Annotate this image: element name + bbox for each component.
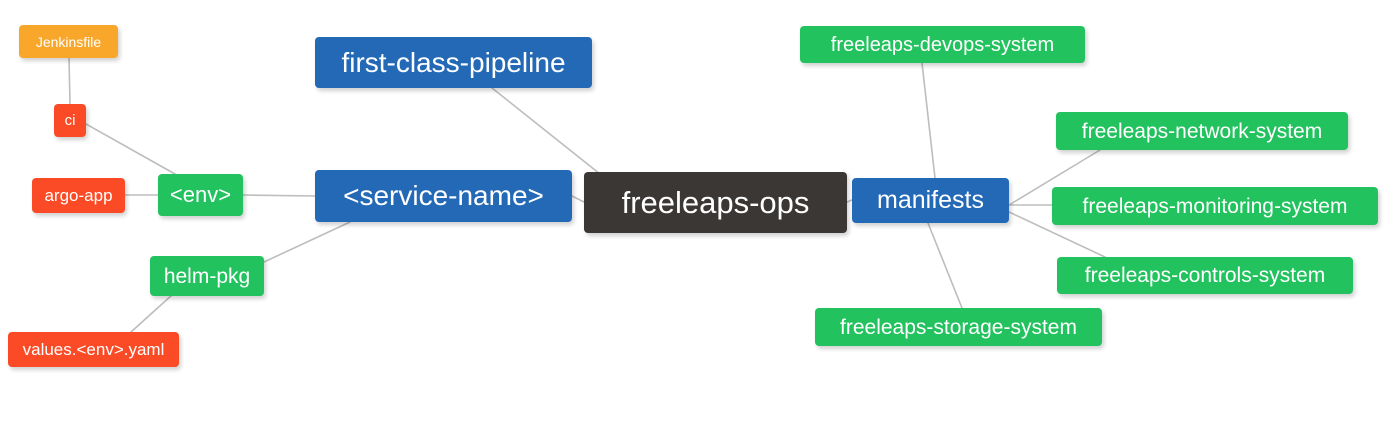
node-label: freeleaps-monitoring-system <box>1082 194 1348 218</box>
edge-ci-to-jenkinsfile <box>68 57 71 105</box>
node-label: ci <box>64 112 76 129</box>
node-values-env-yaml[interactable]: values.<env>.yaml <box>8 332 179 367</box>
edge-manifests-to-freeleaps-storage-system <box>927 222 963 309</box>
node-label: manifests <box>877 186 984 214</box>
node-jenkinsfile[interactable]: Jenkinsfile <box>19 25 118 58</box>
edge-service-name-to-env <box>242 194 316 197</box>
edge-freeleaps-ops-to-first-class-pipeline <box>491 87 601 175</box>
node-label: freeleaps-network-system <box>1081 119 1323 143</box>
edge-freeleaps-ops-to-service-name <box>571 195 585 203</box>
node-label: freeleaps-devops-system <box>830 33 1055 56</box>
node-freeleaps-network-system[interactable]: freeleaps-network-system <box>1056 112 1348 150</box>
node-freeleaps-monitoring-system[interactable]: freeleaps-monitoring-system <box>1052 187 1378 225</box>
node-freeleaps-ops[interactable]: freeleaps-ops <box>584 172 847 233</box>
node-label: freeleaps-ops <box>621 185 810 220</box>
node-label: values.<env>.yaml <box>22 340 165 359</box>
edge-helm-pkg-to-values-env-yaml <box>130 294 173 333</box>
node-env[interactable]: <env> <box>158 174 243 216</box>
node-label: argo-app <box>44 186 113 205</box>
edge-manifests-to-freeleaps-devops-system <box>921 62 936 179</box>
node-label: first-class-pipeline <box>341 46 566 78</box>
node-ci[interactable]: ci <box>54 104 86 137</box>
node-freeleaps-devops-system[interactable]: freeleaps-devops-system <box>800 26 1085 63</box>
edge-service-name-to-helm-pkg <box>263 221 351 263</box>
node-label: freeleaps-storage-system <box>840 315 1077 339</box>
node-label: Jenkinsfile <box>35 33 102 50</box>
node-manifests[interactable]: manifests <box>852 178 1009 223</box>
node-label: freeleaps-controls-system <box>1084 264 1326 287</box>
node-argo-app[interactable]: argo-app <box>32 178 125 213</box>
node-freeleaps-controls-system[interactable]: freeleaps-controls-system <box>1057 257 1353 294</box>
edge-env-to-ci <box>85 123 176 175</box>
node-service-name[interactable]: <service-name> <box>315 170 572 222</box>
node-first-class-pipeline[interactable]: first-class-pipeline <box>315 37 592 88</box>
node-freeleaps-storage-system[interactable]: freeleaps-storage-system <box>815 308 1102 346</box>
node-helm-pkg[interactable]: helm-pkg <box>150 256 264 296</box>
node-label: helm-pkg <box>163 264 251 288</box>
node-label: <service-name> <box>343 180 544 211</box>
node-label: <env> <box>169 182 232 207</box>
